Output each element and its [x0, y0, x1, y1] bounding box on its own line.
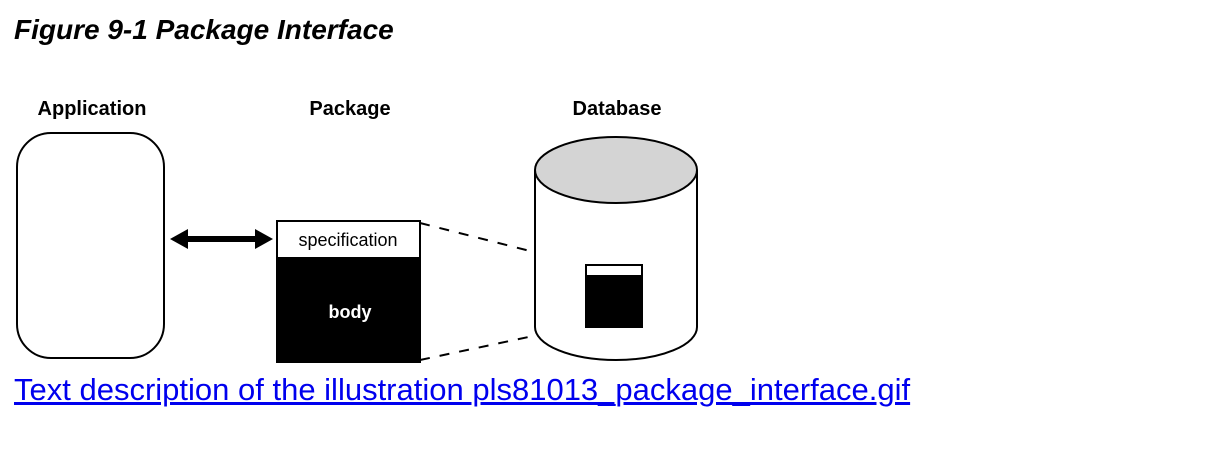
body-section [276, 257, 421, 363]
figure-title: Figure 9-1 Package Interface [14, 14, 394, 45]
package-label: Package [309, 98, 390, 120]
specification-label: specification [298, 230, 397, 250]
body-label: body [329, 302, 372, 322]
text-description-link[interactable]: Text description of the illustration pls… [14, 372, 911, 407]
double-arrow [170, 229, 273, 249]
application-label: Application [38, 98, 147, 120]
database-label: Database [573, 98, 662, 120]
application-box [16, 132, 165, 359]
stored-package [585, 264, 643, 328]
